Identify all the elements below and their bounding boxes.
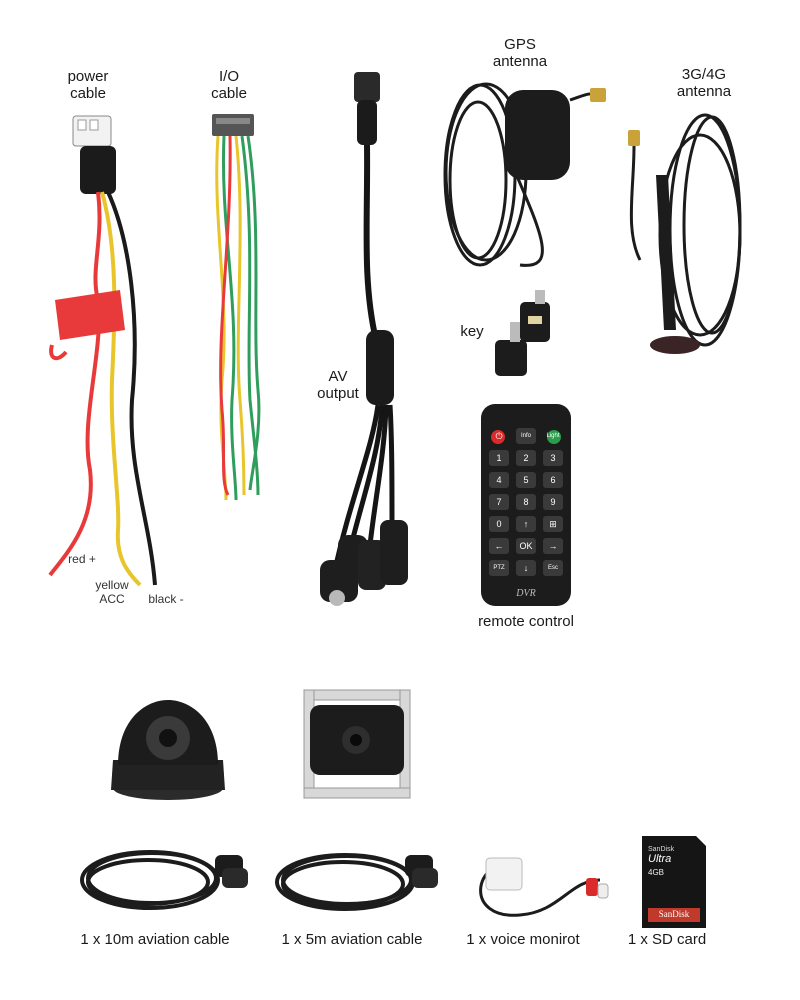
aviation-cable-5m: [275, 853, 438, 911]
red-wire-label: red +: [68, 552, 96, 566]
remote-key-5-0[interactable]: ←: [489, 538, 509, 554]
sd-capacity: 4GB: [648, 868, 665, 877]
key-label: key: [460, 323, 484, 340]
dome-camera: [111, 700, 225, 800]
remote-key-6-0[interactable]: PTZ: [489, 560, 509, 576]
remote-key-1-0[interactable]: 1: [489, 450, 509, 466]
remote-key-6-2[interactable]: Esc: [543, 560, 563, 576]
3g4g-antenna: [628, 113, 742, 354]
gps-antenna-label: GPS antenna: [492, 36, 548, 70]
remote-key-3-2[interactable]: 9: [543, 494, 563, 510]
io-cable: [212, 114, 261, 501]
remote-key-5-2[interactable]: →: [543, 538, 563, 554]
remote-key-3-0[interactable]: 7: [489, 494, 509, 510]
caption-aviation-cable-10m: 1 x 10m aviation cable: [80, 931, 230, 948]
remote-key-5-1[interactable]: OK: [516, 538, 536, 554]
sd-brand-bottom: SanDisk: [658, 909, 690, 919]
power-cable-label: power cable: [67, 68, 109, 102]
remote-key-4-0[interactable]: 0: [489, 516, 509, 532]
remote-key-0-0[interactable]: ⏻: [495, 431, 503, 441]
av-output-label: AV output: [317, 368, 359, 402]
remote-key-1-1[interactable]: 2: [516, 450, 536, 466]
remote-control-label: remote control: [478, 613, 574, 630]
sd-brand-top: SanDisk: [648, 846, 675, 853]
remote-key-6-1[interactable]: ↓: [516, 560, 536, 576]
aviation-cable-10m: [80, 850, 248, 910]
remote-key-3-1[interactable]: 8: [516, 494, 536, 510]
bracket-camera: [303, 689, 411, 799]
remote-key-2-1[interactable]: 5: [516, 472, 536, 488]
remote-brand: DVR: [516, 588, 536, 599]
yellow-wire-label: yellow ACC: [95, 578, 129, 606]
black-wire-label: black -: [148, 592, 184, 606]
gps-antenna: [443, 82, 606, 267]
caption-voice-monitor: 1 x voice monirot: [466, 931, 580, 948]
voice-monitor: [479, 857, 609, 917]
sd-line-name: Ultra: [648, 853, 672, 865]
sd-card: [642, 836, 706, 928]
power-cable: [48, 115, 157, 587]
caption-sd-card: 1 x SD card: [627, 931, 707, 948]
3g4g-antenna-label: 3G/4G antenna: [676, 66, 732, 100]
remote-key-0-1[interactable]: Info: [516, 428, 536, 444]
remote-key-1-2[interactable]: 3: [543, 450, 563, 466]
caption-aviation-cable-5m: 1 x 5m aviation cable: [281, 931, 423, 948]
remote-key-0-2[interactable]: Light: [546, 433, 560, 439]
remote-key-4-2[interactable]: ⊞: [543, 516, 563, 532]
remote-key-2-0[interactable]: 4: [489, 472, 509, 488]
remote-key-2-2[interactable]: 6: [543, 472, 563, 488]
keys: [495, 290, 550, 376]
io-cable-label: I/O cable: [211, 68, 247, 102]
av-output-cable: [320, 72, 408, 606]
remote-button-grid: [491, 430, 561, 444]
remote-key-4-1[interactable]: ↑: [516, 516, 536, 532]
